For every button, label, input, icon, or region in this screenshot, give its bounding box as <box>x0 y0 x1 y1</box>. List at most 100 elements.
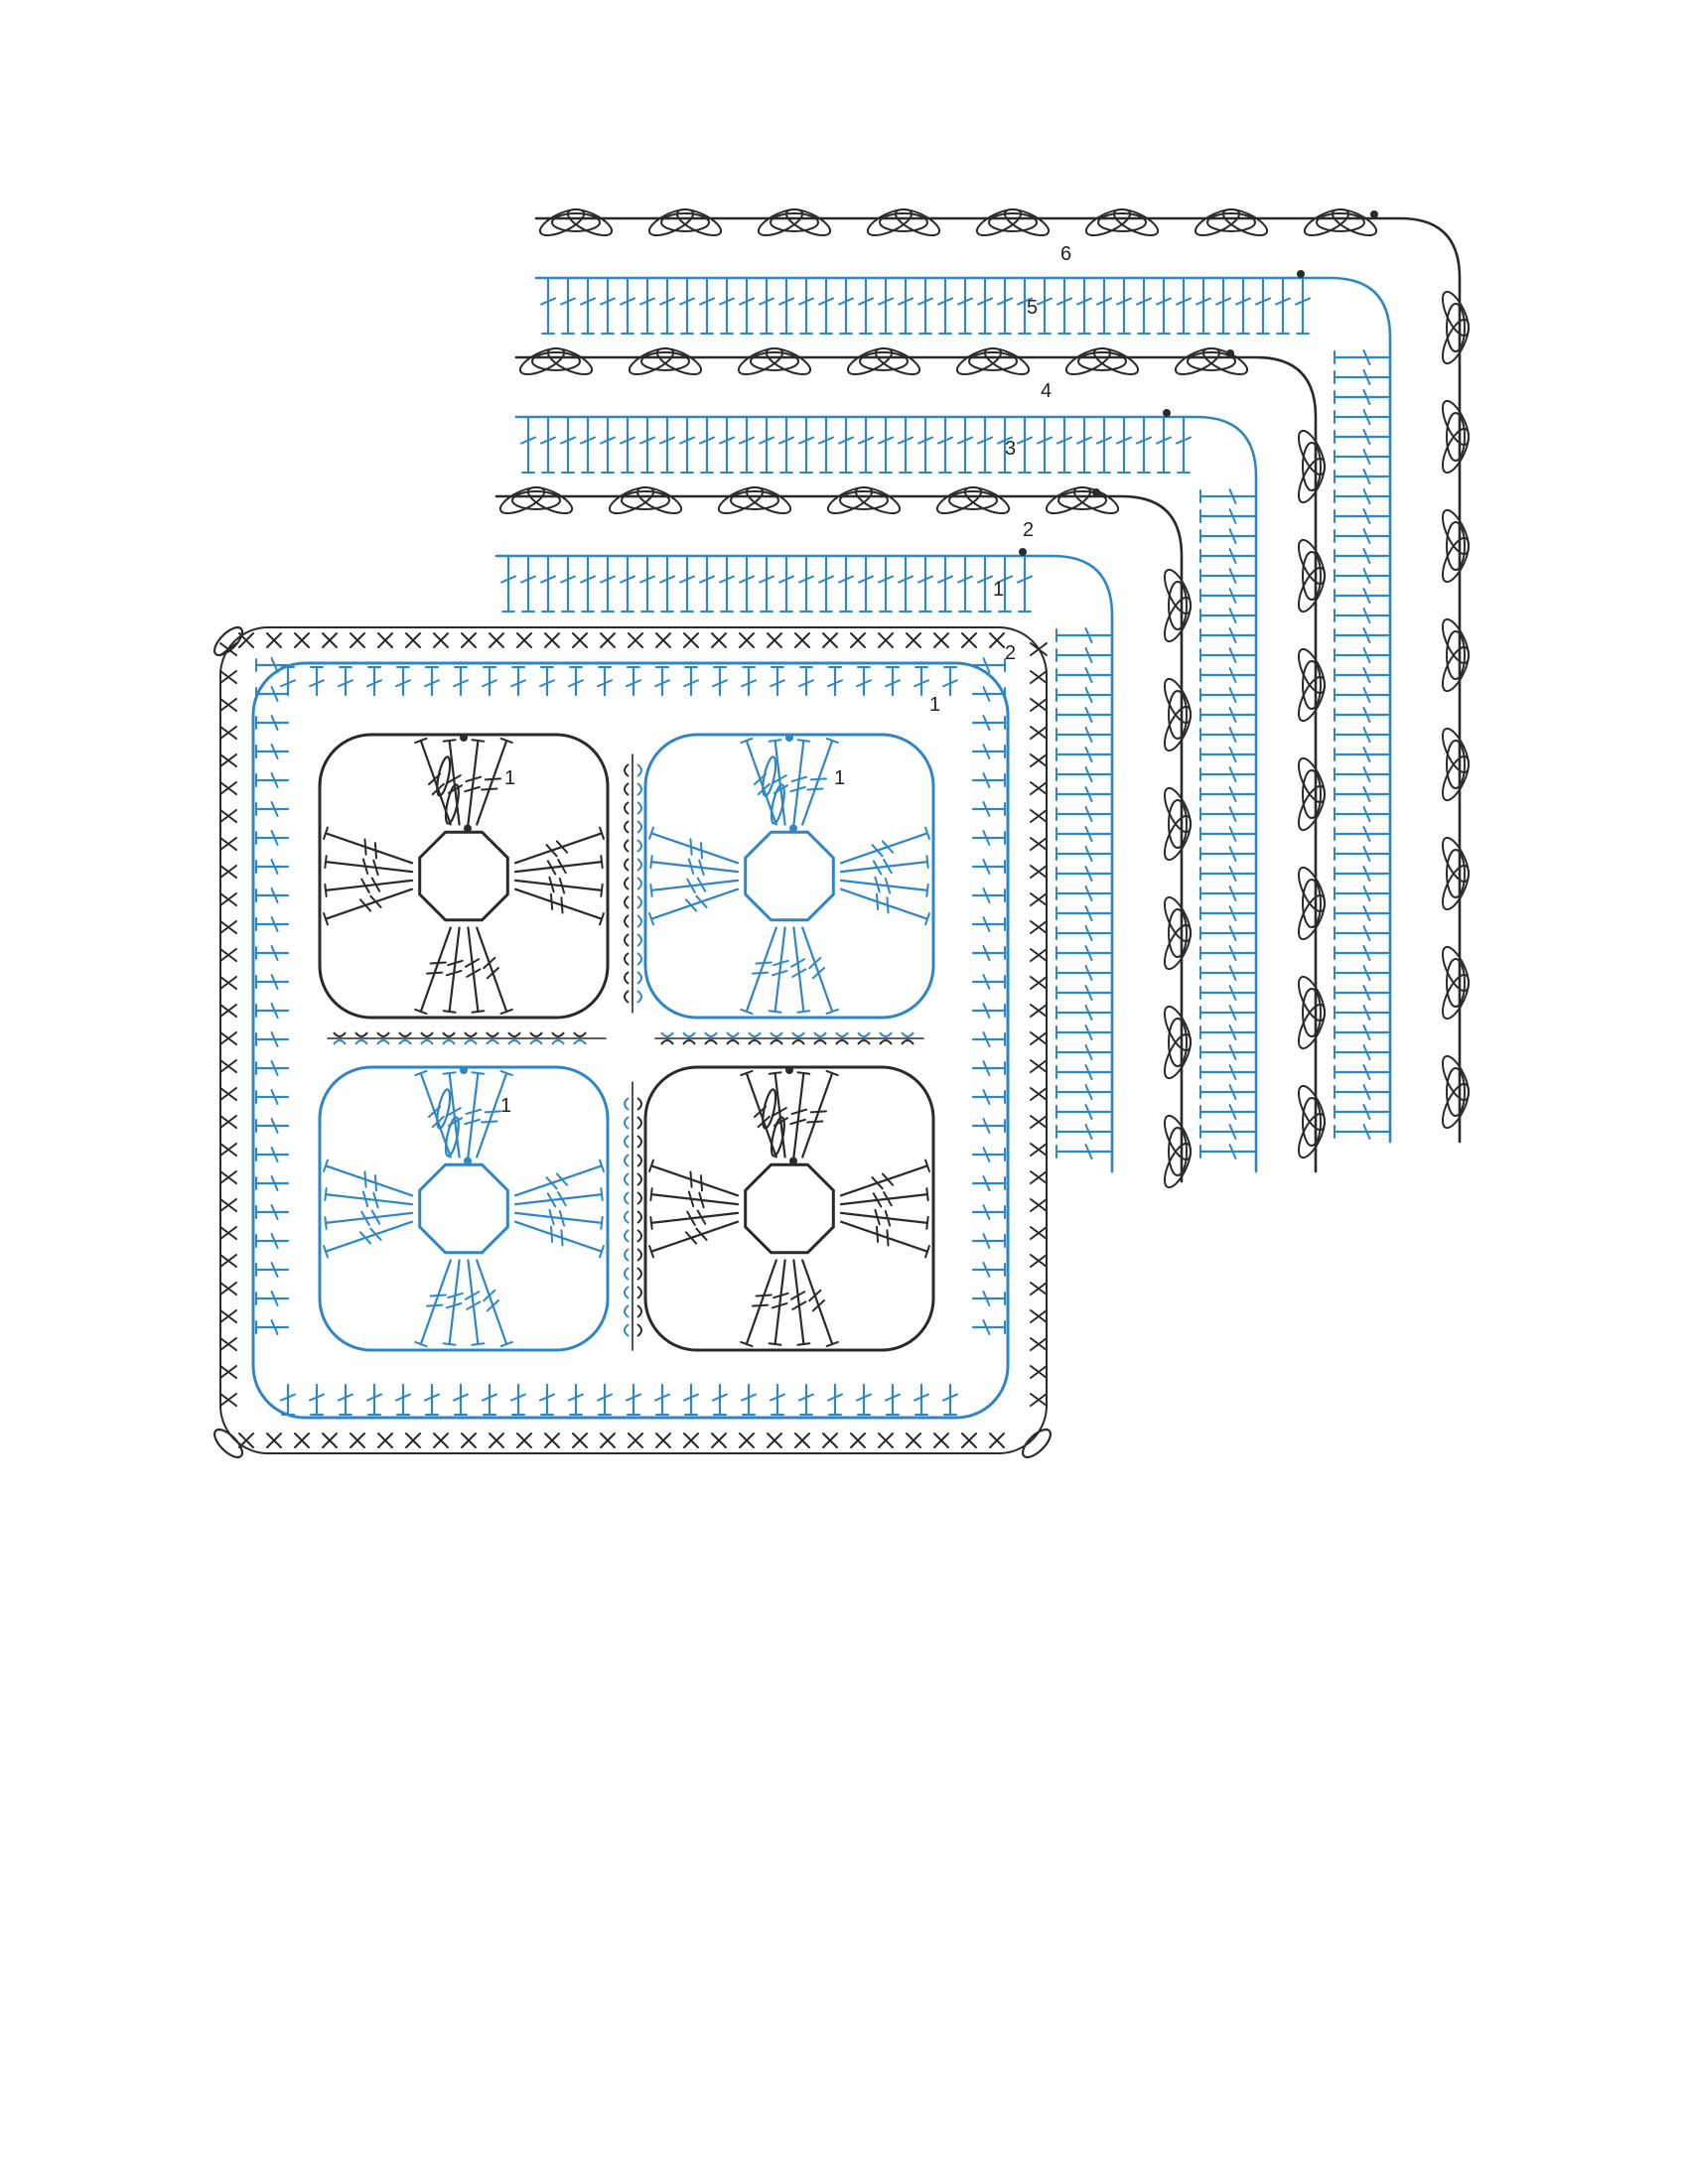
stitch-cross <box>560 1229 564 1247</box>
motif-double-crochet <box>768 1259 789 1346</box>
stitch-cross <box>270 859 279 875</box>
motif-double-crochet <box>839 826 930 865</box>
stitch-post <box>324 832 414 865</box>
stitch-cross <box>696 1209 707 1225</box>
border-sc <box>1030 837 1048 851</box>
border-sc <box>219 670 237 684</box>
stitch-post <box>792 1071 805 1159</box>
shell-petal <box>655 346 703 376</box>
edging-shell <box>955 346 1031 376</box>
stitch-cross <box>772 1107 787 1117</box>
edging-dc <box>1333 508 1392 524</box>
edging-shell <box>538 207 614 237</box>
stitch-cross <box>770 679 785 688</box>
shell-petal <box>968 351 1018 371</box>
border-sc <box>822 1433 838 1448</box>
border-sc <box>683 1433 699 1448</box>
join-chain-right <box>636 839 642 853</box>
stitch-post <box>324 860 414 874</box>
stitch-cross <box>369 894 382 908</box>
round-label-edging-5: 5 <box>1027 297 1038 319</box>
edging-dc <box>1333 528 1392 544</box>
edging-dc <box>1156 415 1172 475</box>
border-round-1-chain <box>251 661 1010 1420</box>
stitch-cross <box>1228 965 1237 981</box>
join-chain-top <box>770 1031 783 1037</box>
stitch-top <box>499 1069 513 1077</box>
border-sc <box>989 1433 1005 1448</box>
stitch-cross <box>798 575 814 584</box>
join-chain-right <box>636 952 642 966</box>
stitch-cross <box>395 679 411 688</box>
border-sc <box>767 632 782 648</box>
stitch-cross <box>1362 429 1371 445</box>
stitch-cross <box>425 1303 444 1307</box>
edging-shell <box>1297 866 1327 941</box>
shell-petal <box>1297 784 1327 832</box>
stitch-cross <box>373 1174 378 1192</box>
stitch-cross <box>1362 608 1371 623</box>
stitch-cross <box>858 297 874 306</box>
edging-dc <box>1333 866 1392 882</box>
border-sc <box>1030 698 1048 712</box>
edging-dc <box>759 415 774 475</box>
motif-double-crochet <box>648 1159 740 1197</box>
join-chain-left <box>624 990 630 1004</box>
edging-dc <box>1136 276 1152 336</box>
border-dc <box>338 1383 353 1417</box>
edging-dc <box>1198 1144 1258 1160</box>
stitch-cross <box>1136 297 1152 306</box>
join-chain-right <box>636 782 642 796</box>
edging-dc <box>500 554 516 614</box>
edging-dc <box>1333 727 1392 743</box>
shell-petal <box>1441 427 1471 475</box>
round-label-motif-top-left: 1 <box>504 767 515 789</box>
edging-dc <box>1037 276 1053 336</box>
border-sc <box>711 1433 727 1448</box>
shell-petal <box>1446 521 1466 571</box>
border-sc <box>1030 781 1048 795</box>
border-dc <box>254 772 290 788</box>
stitch-cross <box>1096 297 1112 306</box>
motif-start-dot <box>785 1066 793 1074</box>
join-chain-left <box>624 1135 630 1149</box>
stitch-cross <box>270 1060 279 1076</box>
edging-dc <box>1333 1024 1392 1040</box>
edging-dc <box>719 554 735 614</box>
stitch-cross <box>486 966 499 980</box>
stitch-cross <box>429 961 447 965</box>
stitch-top <box>414 1069 428 1077</box>
border-dc <box>971 1319 1007 1335</box>
stitch-cross <box>982 1233 991 1249</box>
join-chain-right <box>636 1191 642 1205</box>
stitch-cross <box>1037 436 1053 445</box>
stitch-cross <box>719 297 735 306</box>
edging-dc <box>977 276 993 336</box>
stitch-cross <box>791 968 807 978</box>
border-sc <box>544 1433 560 1448</box>
border-sc <box>1030 1309 1048 1323</box>
stitch-post <box>513 887 604 920</box>
shell-petal <box>894 207 941 237</box>
stitch-cross <box>568 679 584 688</box>
stitch-cross <box>445 969 463 977</box>
edging-dc <box>560 415 576 475</box>
border-dc <box>971 859 1007 875</box>
round-label-edging-2: 2 <box>1023 519 1034 541</box>
edging-dc <box>818 415 834 475</box>
motif-start-chain <box>444 783 460 825</box>
stitch-cross <box>270 1089 279 1105</box>
shell-petal <box>1163 1142 1193 1189</box>
border-sc <box>1030 1226 1048 1240</box>
shell-petal <box>551 212 601 232</box>
border-dc <box>971 1147 1007 1162</box>
stitch-cross <box>875 892 880 910</box>
stitch-post <box>649 1192 740 1206</box>
stitch-cross <box>464 1118 481 1126</box>
motif-ring-dot <box>464 1157 472 1165</box>
stitch-cross <box>1362 766 1371 782</box>
border-dc <box>254 1118 290 1134</box>
stitch-cross <box>809 777 828 781</box>
motif-double-crochet <box>649 877 740 897</box>
stitch-cross <box>482 1393 497 1402</box>
